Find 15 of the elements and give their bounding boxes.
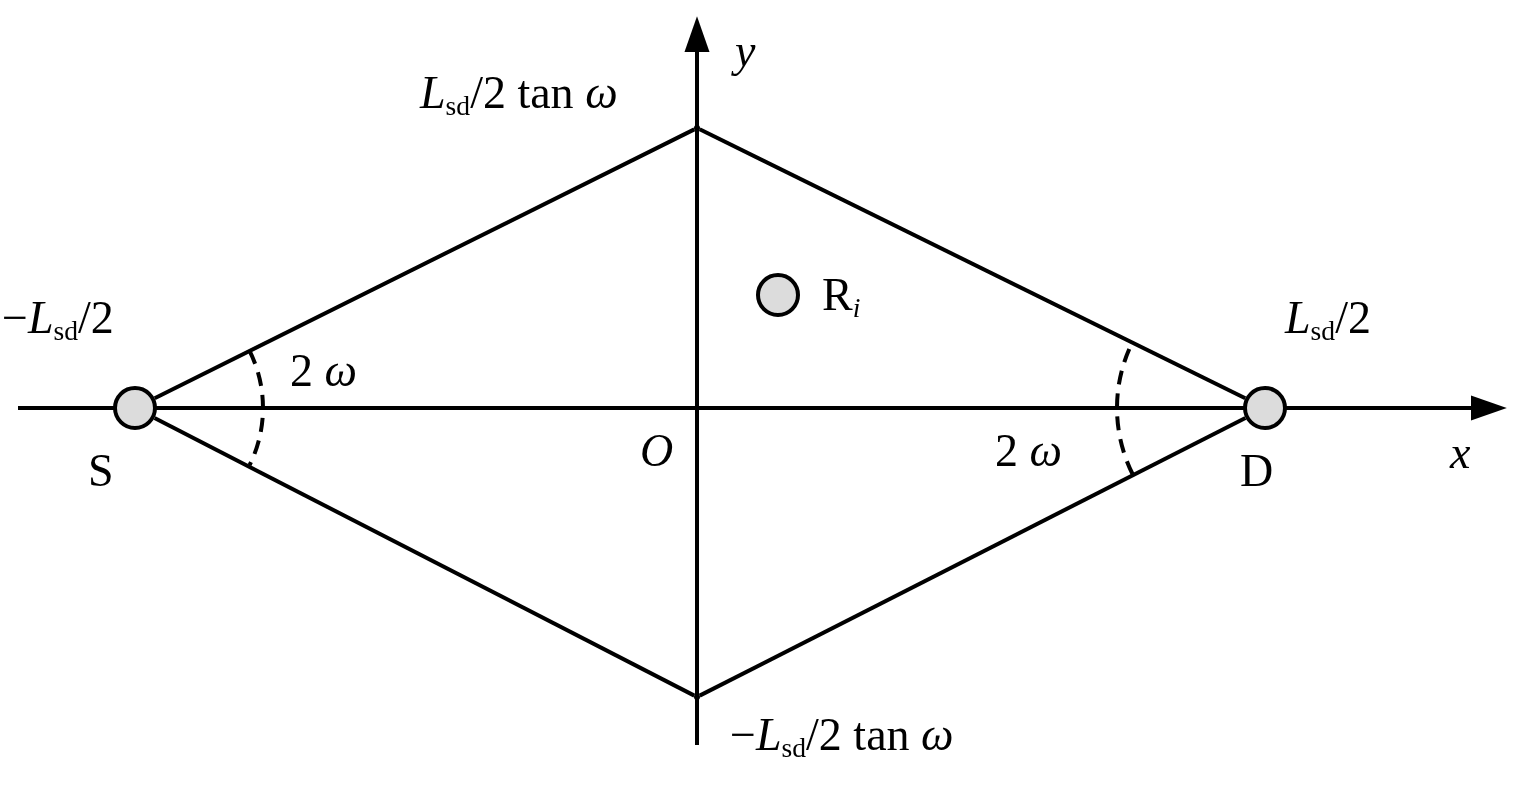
axis-label: 2 ω [290, 348, 357, 394]
line [153, 127, 696, 400]
axis-label: L$_{sd}$/2 [1285, 295, 1371, 345]
node-label: R$_{i}$ [822, 272, 861, 322]
axis-label: −L$_{sd}$/2 [2, 295, 114, 345]
node-label: D [1240, 448, 1274, 494]
axis-label: x [1450, 430, 1471, 476]
line [698, 127, 1247, 401]
line [153, 416, 696, 698]
coordinate-label: L$_{sd}$/2 tan ω [420, 70, 618, 120]
line [698, 416, 1247, 698]
coordinate-label: −L$_{sd}$/2 tan ω [730, 712, 954, 762]
node-label: S [88, 448, 114, 494]
axis-label: O [640, 428, 674, 474]
axis-label: 2 ω [995, 428, 1062, 474]
